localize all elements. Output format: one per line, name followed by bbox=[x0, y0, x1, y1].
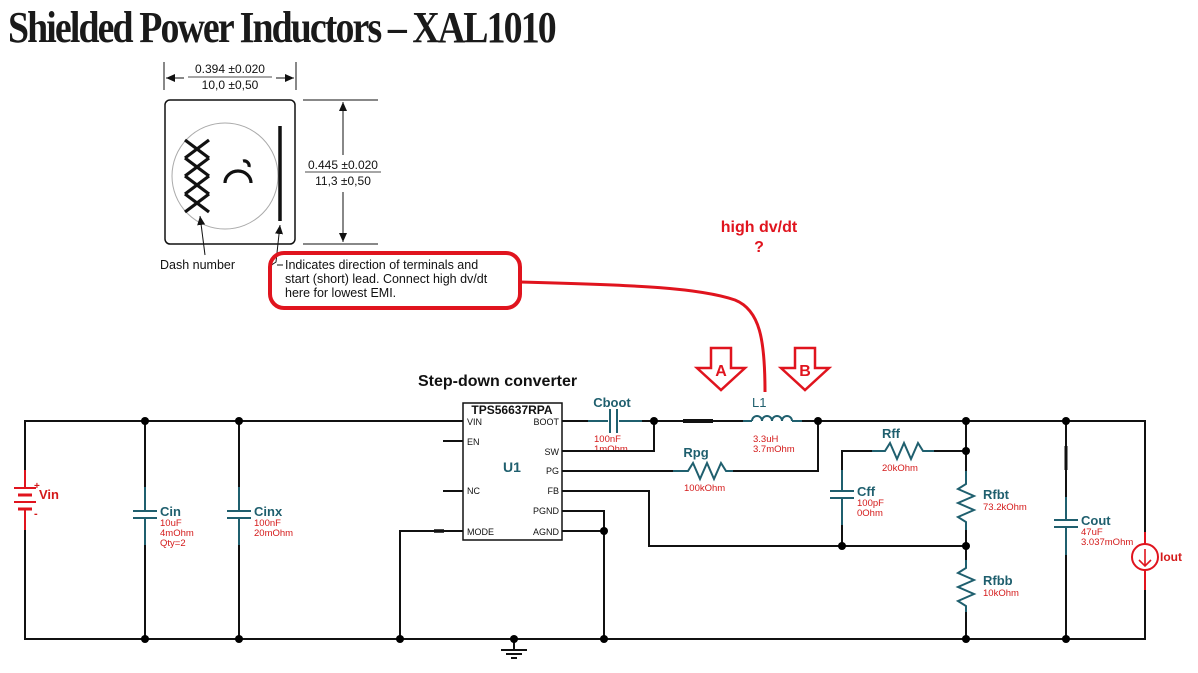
capacitor-cff[interactable]: Cff 100pF 0Ohm bbox=[830, 470, 884, 525]
schematic-heading: Step-down converter bbox=[418, 373, 577, 390]
rfbt-label: Rfbt bbox=[983, 487, 1010, 502]
height-inch-label: 0.445 ±0.020 bbox=[308, 158, 378, 172]
vin-plus-sign: + bbox=[34, 481, 40, 492]
cboot-label: Cboot bbox=[593, 395, 631, 410]
fb-wire bbox=[562, 490, 966, 547]
pin-agnd: AGND bbox=[533, 527, 560, 537]
pin-sw: SW bbox=[545, 447, 560, 457]
ground-rail bbox=[24, 620, 1146, 640]
cin-esr: 4mOhm bbox=[160, 528, 194, 539]
highlight-connector-curve bbox=[519, 280, 767, 393]
cboot-capacitance: 100nF bbox=[594, 434, 621, 445]
ic-ref-designator: U1 bbox=[503, 459, 521, 475]
height-mm-label: 11,3 ±0,50 bbox=[315, 174, 371, 188]
ic-u1[interactable]: TPS56637RPA U1 VIN EN NC MODE BOOT SW PG… bbox=[462, 402, 563, 541]
rff-label: Rff bbox=[882, 426, 901, 441]
high-dvdt-question: high dv/dt bbox=[721, 219, 798, 236]
capacitor-cout[interactable]: Cout 47uF 3.037mOhm bbox=[1054, 421, 1133, 639]
pin-mode: MODE bbox=[467, 527, 494, 537]
note-line-3: here for lowest EMI. bbox=[285, 286, 396, 300]
vin-source: + Vin - bbox=[14, 436, 59, 620]
rpg-label: Rpg bbox=[683, 445, 708, 460]
pin-pg: PG bbox=[546, 466, 559, 476]
iout-label: Iout bbox=[1160, 550, 1182, 564]
inductor-l1[interactable]: L1 3.3uH 3.7mOhm bbox=[743, 395, 802, 455]
inductor-drawing: 0.394 ±0.020 10,0 ±0,50 0.445 ±0.020 11,… bbox=[160, 62, 488, 300]
input-rail bbox=[24, 420, 463, 436]
cinx-capacitance: 100nF bbox=[254, 518, 281, 529]
rfbb-value: 10kOhm bbox=[983, 588, 1019, 599]
rfbb-label: Rfbb bbox=[983, 573, 1013, 588]
capacitor-cinx[interactable]: Cinx 100nF 20mOhm bbox=[227, 421, 293, 639]
rff-value: 20kOhm bbox=[882, 463, 918, 474]
arrow-b-label: B bbox=[799, 363, 811, 380]
pin-nc: NC bbox=[467, 486, 480, 496]
emi-note-highlight bbox=[268, 251, 522, 310]
pin-pgnd: PGND bbox=[533, 506, 560, 516]
l1-inductance: 3.3uH bbox=[753, 434, 778, 445]
resistor-rpg[interactable]: Rpg 100kOhm bbox=[673, 445, 733, 494]
resistor-rfbb[interactable]: Rfbb 10kOhm bbox=[955, 560, 1019, 612]
inductor-core-circle bbox=[171, 122, 279, 230]
rpg-pullup-wire bbox=[733, 421, 819, 472]
cff-capacitance: 100pF bbox=[857, 498, 884, 509]
rfbt-value: 73.2kOhm bbox=[983, 502, 1027, 513]
mode-to-ground-wire bbox=[399, 530, 463, 639]
cin-label: Cin bbox=[160, 504, 181, 519]
question-mark: ? bbox=[754, 239, 764, 256]
width-inch-label: 0.394 ±0.020 bbox=[195, 62, 265, 76]
capacitor-cboot[interactable]: Cboot 100nF 1mOhm bbox=[588, 395, 642, 455]
vin-label: Vin bbox=[39, 487, 59, 502]
capacitor-cin[interactable]: Cin 10uF 4mOhm Qty=2 bbox=[133, 421, 194, 639]
page-title: Shielded Power Inductors – XAL1010 bbox=[8, 3, 557, 52]
ic-part-number: TPS56637RPA bbox=[471, 403, 552, 417]
cff-esr: 0Ohm bbox=[857, 508, 883, 519]
pin-vin: VIN bbox=[467, 417, 482, 427]
arrow-a: A bbox=[693, 346, 749, 392]
output-rail bbox=[818, 420, 1146, 436]
current-source-iout[interactable]: Iout bbox=[1131, 436, 1182, 620]
cout-esr: 3.037mOhm bbox=[1081, 537, 1133, 548]
pin-fb: FB bbox=[547, 486, 559, 496]
arrow-b: B bbox=[777, 346, 833, 392]
junction-dots bbox=[141, 417, 1070, 643]
dash-number-leader bbox=[197, 215, 206, 256]
l1-label: L1 bbox=[752, 395, 766, 410]
cin-capacitance: 10uF bbox=[160, 518, 182, 529]
resistor-rfbt[interactable]: Rfbt 73.2kOhm bbox=[955, 471, 1027, 530]
sw-wire bbox=[562, 421, 655, 452]
note-line-1: Indicates direction of terminals and bbox=[285, 258, 478, 272]
l1-dcr: 3.7mOhm bbox=[753, 444, 795, 455]
arrow-a-label: A bbox=[715, 363, 727, 380]
pin-en: EN bbox=[467, 437, 480, 447]
rpg-value: 100kOhm bbox=[684, 483, 725, 494]
letter-c-marking bbox=[223, 159, 253, 184]
cin-qty: Qty=2 bbox=[160, 538, 186, 549]
pgnd-wire bbox=[562, 510, 605, 639]
resistor-rff[interactable]: Rff 20kOhm bbox=[872, 426, 934, 474]
cinx-esr: 20mOhm bbox=[254, 528, 293, 539]
cff-label: Cff bbox=[857, 484, 876, 499]
width-mm-label: 10,0 ±0,50 bbox=[202, 78, 259, 92]
pin-boot: BOOT bbox=[533, 417, 559, 427]
cinx-label: Cinx bbox=[254, 504, 283, 519]
dash-number-label: Dash number bbox=[160, 258, 235, 272]
cout-capacitance: 47uF bbox=[1081, 527, 1103, 538]
vin-minus-sign: - bbox=[34, 508, 38, 520]
cout-label: Cout bbox=[1081, 513, 1111, 528]
note-line-2: start (short) lead. Connect high dv/dt bbox=[285, 272, 488, 286]
cboot-esr: 1mOhm bbox=[594, 444, 628, 455]
dash-number-marking bbox=[184, 138, 210, 214]
